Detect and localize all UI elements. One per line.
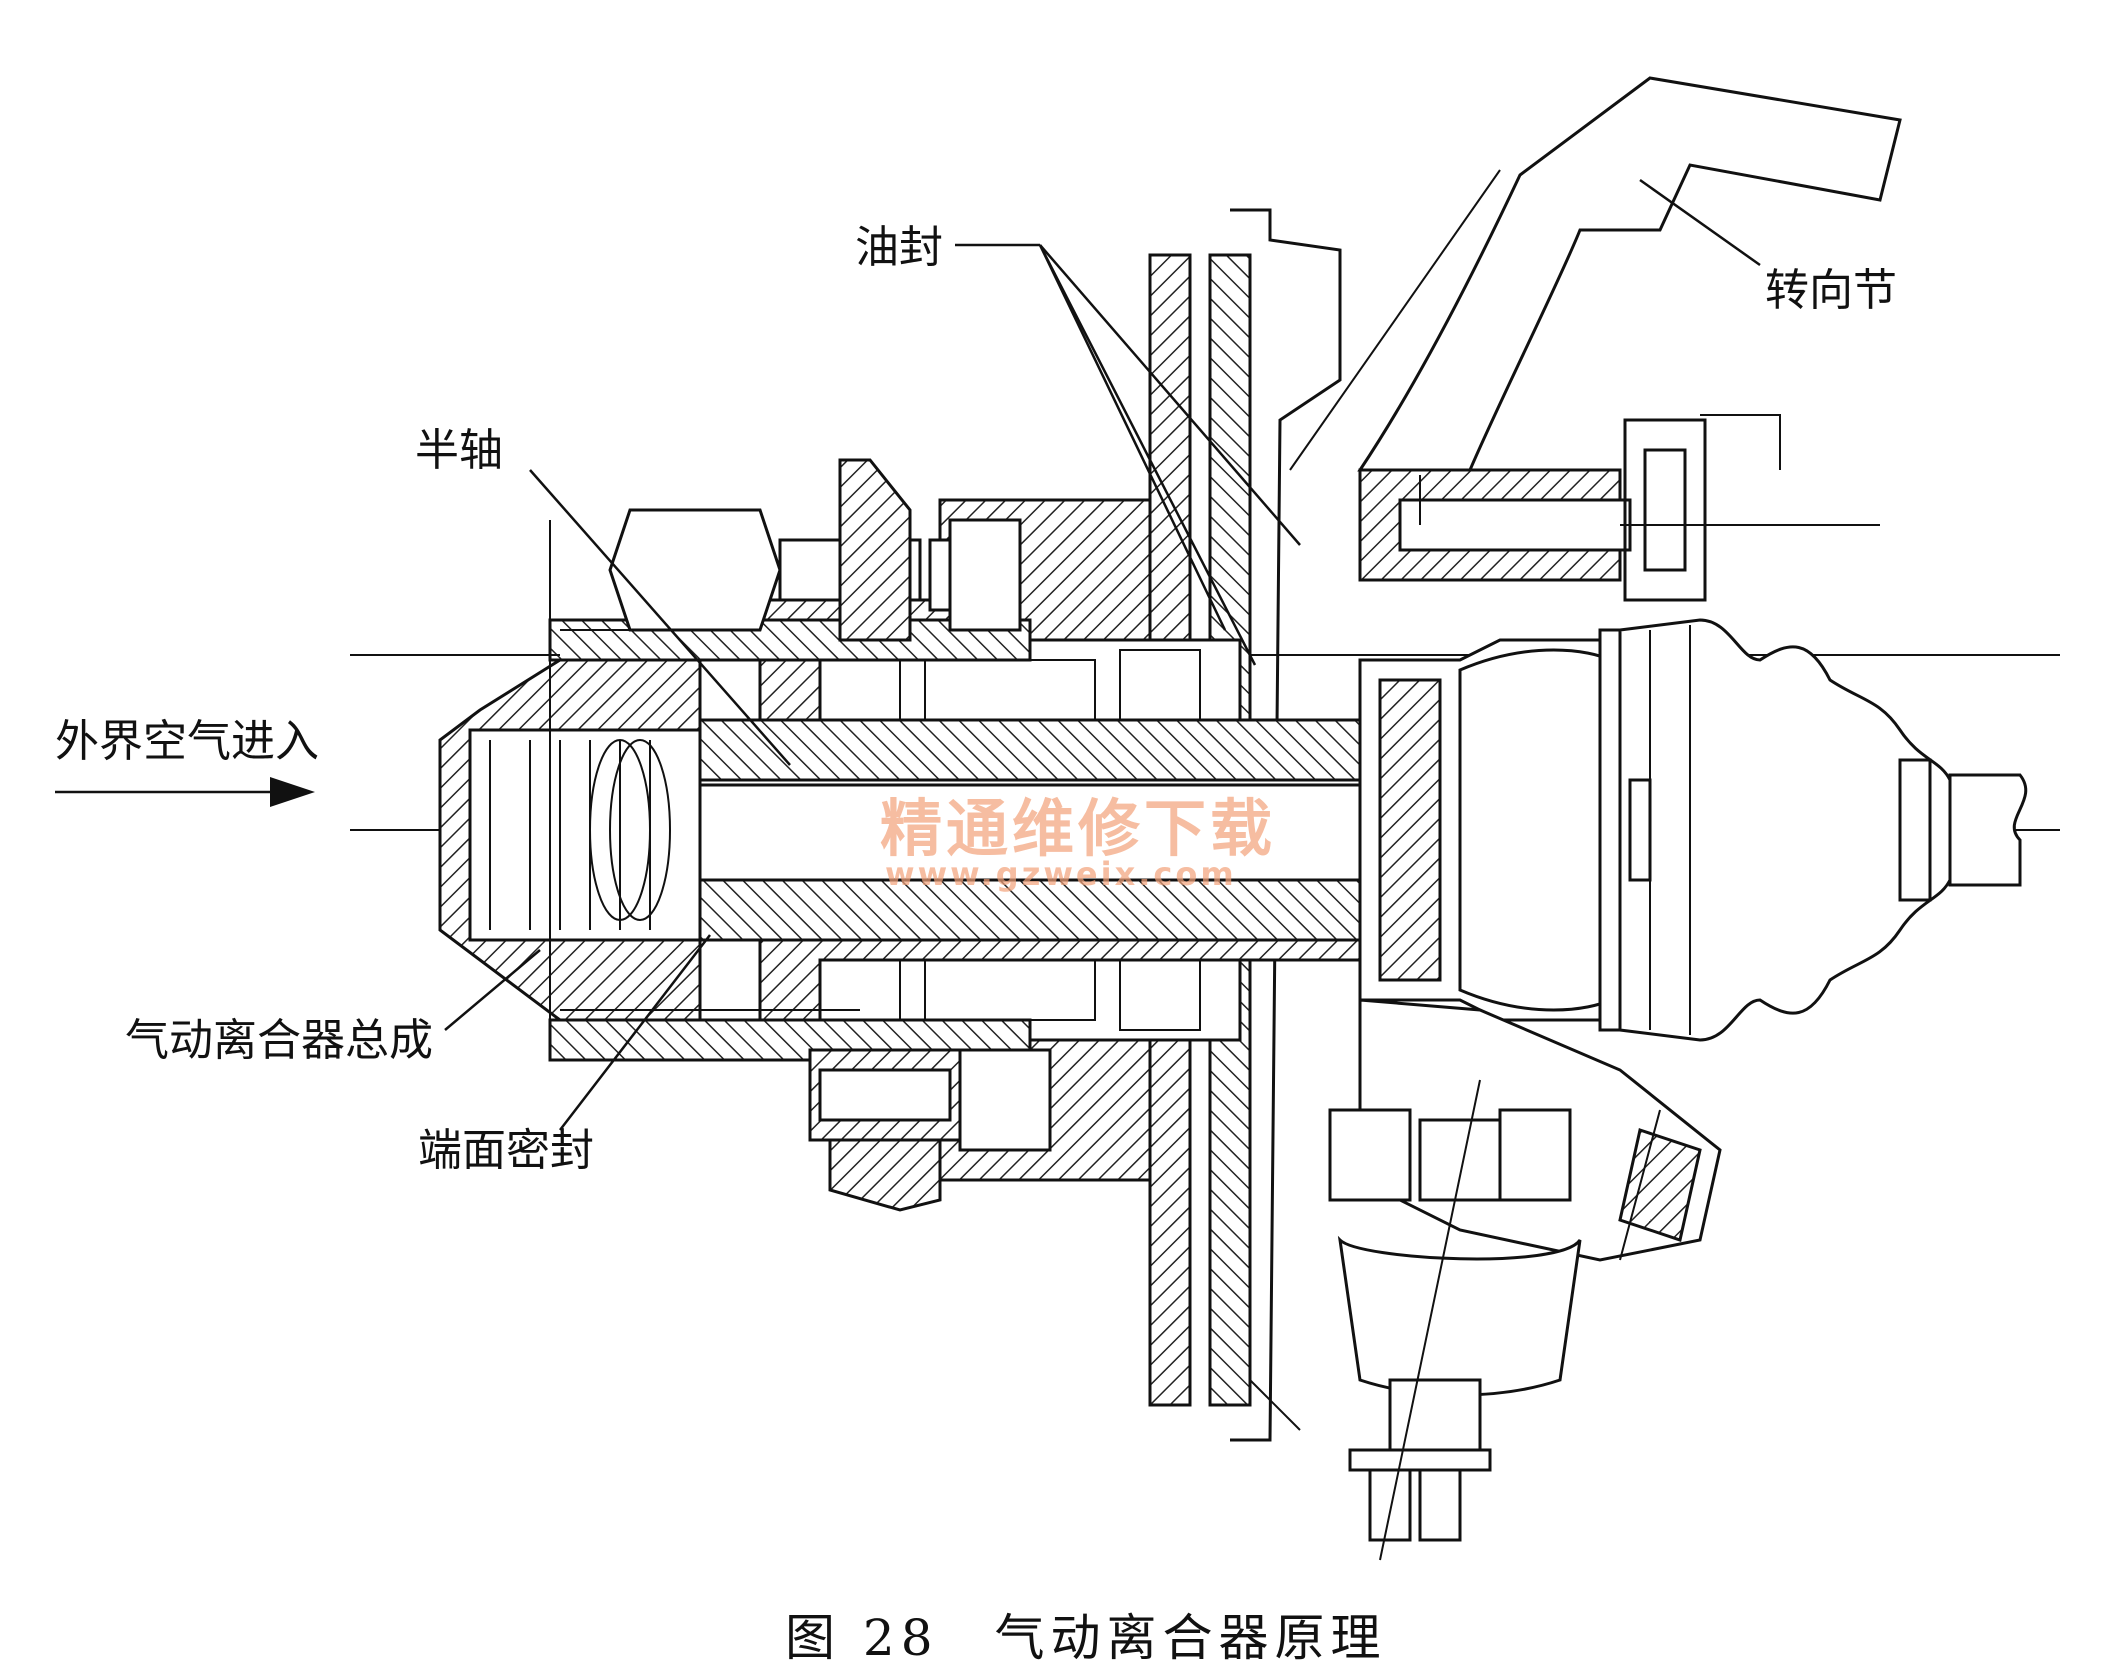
label-oil-seal: 油封 xyxy=(855,222,943,273)
label-face-seal: 端面密封 xyxy=(418,1125,594,1176)
frame-lines xyxy=(355,475,1421,1040)
watermark-text: 精通维修下载 xyxy=(880,792,1276,865)
lower-bolt xyxy=(808,1048,1052,1212)
label-half-shaft: 半轴 xyxy=(415,425,503,476)
lower-knuckle xyxy=(1328,998,1722,1561)
label-air-inlet: 外界空气进入 xyxy=(55,716,319,767)
figure-caption: 图 28 气动离合器原理 xyxy=(785,1609,1387,1667)
leader-lines xyxy=(55,178,1761,1131)
watermark-url: www.gzweix.com xyxy=(885,855,1237,893)
output-shaft xyxy=(1948,773,2028,887)
cv-joint xyxy=(1358,628,1622,1032)
label-clutch-assembly: 气动离合器总成 xyxy=(125,1015,433,1066)
label-steering-knuckle: 转向节 xyxy=(1765,265,1897,316)
knuckle-body xyxy=(1358,414,1880,602)
cv-boot xyxy=(1618,618,1952,1042)
drawing xyxy=(55,76,2060,1561)
